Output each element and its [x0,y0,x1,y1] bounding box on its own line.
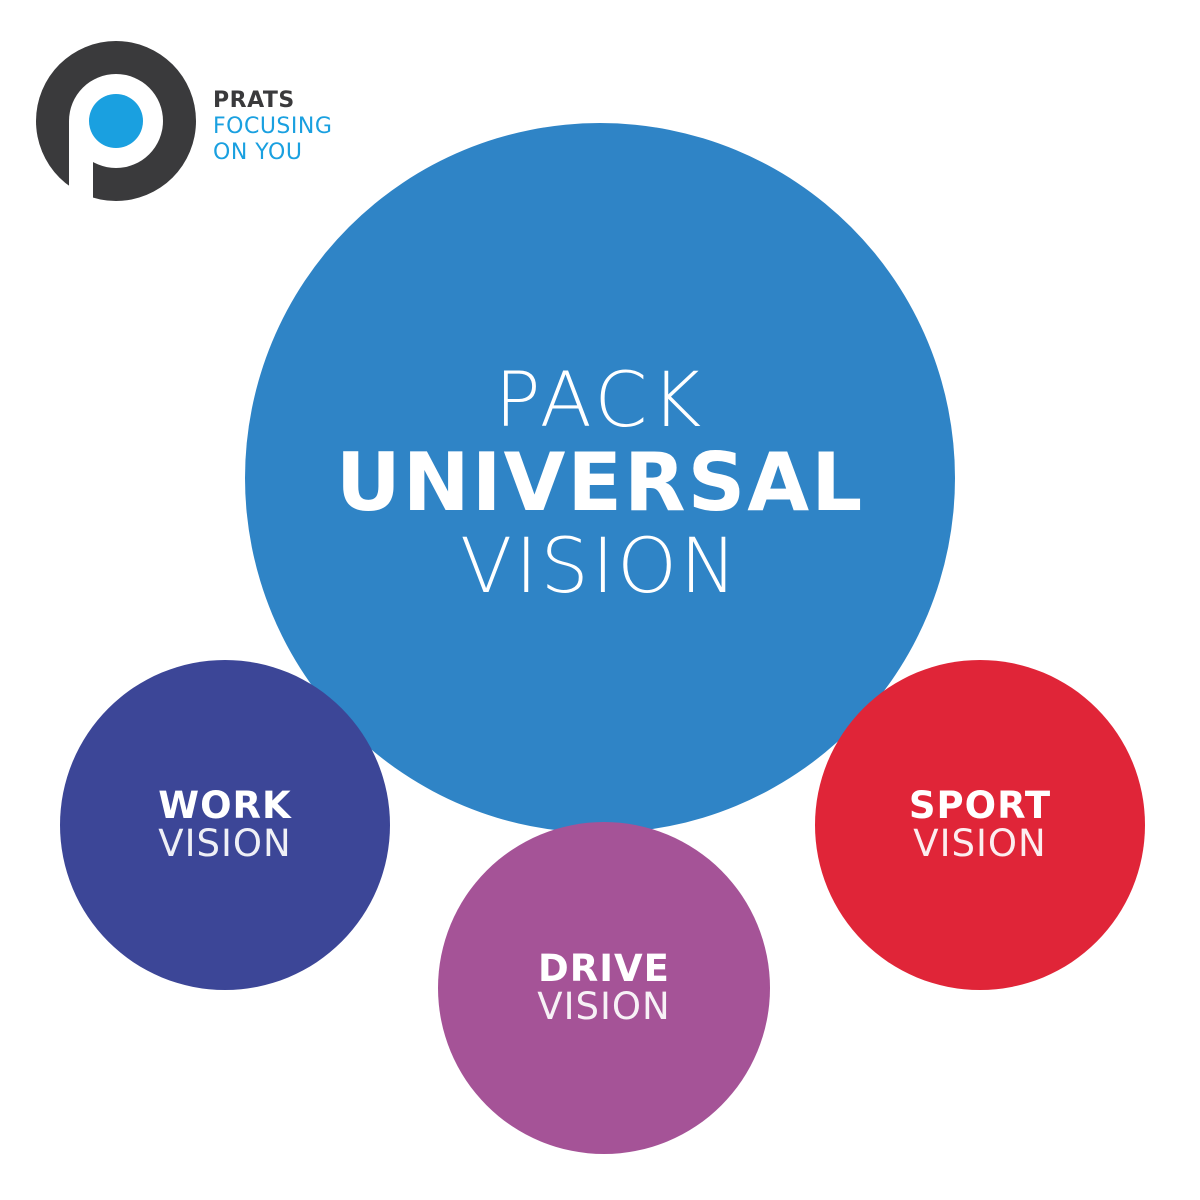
sport-vision-circle: SPORT VISION [815,660,1145,990]
logo-dot [89,94,143,148]
logo-stem [69,121,93,203]
work-subtitle: VISION [158,822,292,865]
drive-title: DRIVE [538,947,670,990]
main-line-universal: UNIVERSAL [335,436,865,529]
sport-subtitle: VISION [913,822,1047,865]
brand-name: PRATS [213,88,295,113]
main-line-pack: PACK [494,355,706,444]
drive-subtitle: VISION [537,985,671,1028]
tagline-line-2: ON YOU [213,140,303,165]
work-vision-circle: WORK VISION [60,660,390,990]
prats-logo-icon [36,41,196,203]
pack-universal-vision-circle: PACK UNIVERSAL VISION [245,123,955,833]
tagline-line-1: FOCUSING [213,114,333,139]
main-circle-text: PACK UNIVERSAL VISION [336,358,864,608]
work-title: WORK [158,784,292,827]
sport-title: SPORT [908,784,1052,827]
logo-text: PRATS FOCUSING ON YOU [213,88,332,166]
main-line-vision: VISION [460,521,740,610]
drive-vision-circle: DRIVE VISION [438,822,770,1154]
